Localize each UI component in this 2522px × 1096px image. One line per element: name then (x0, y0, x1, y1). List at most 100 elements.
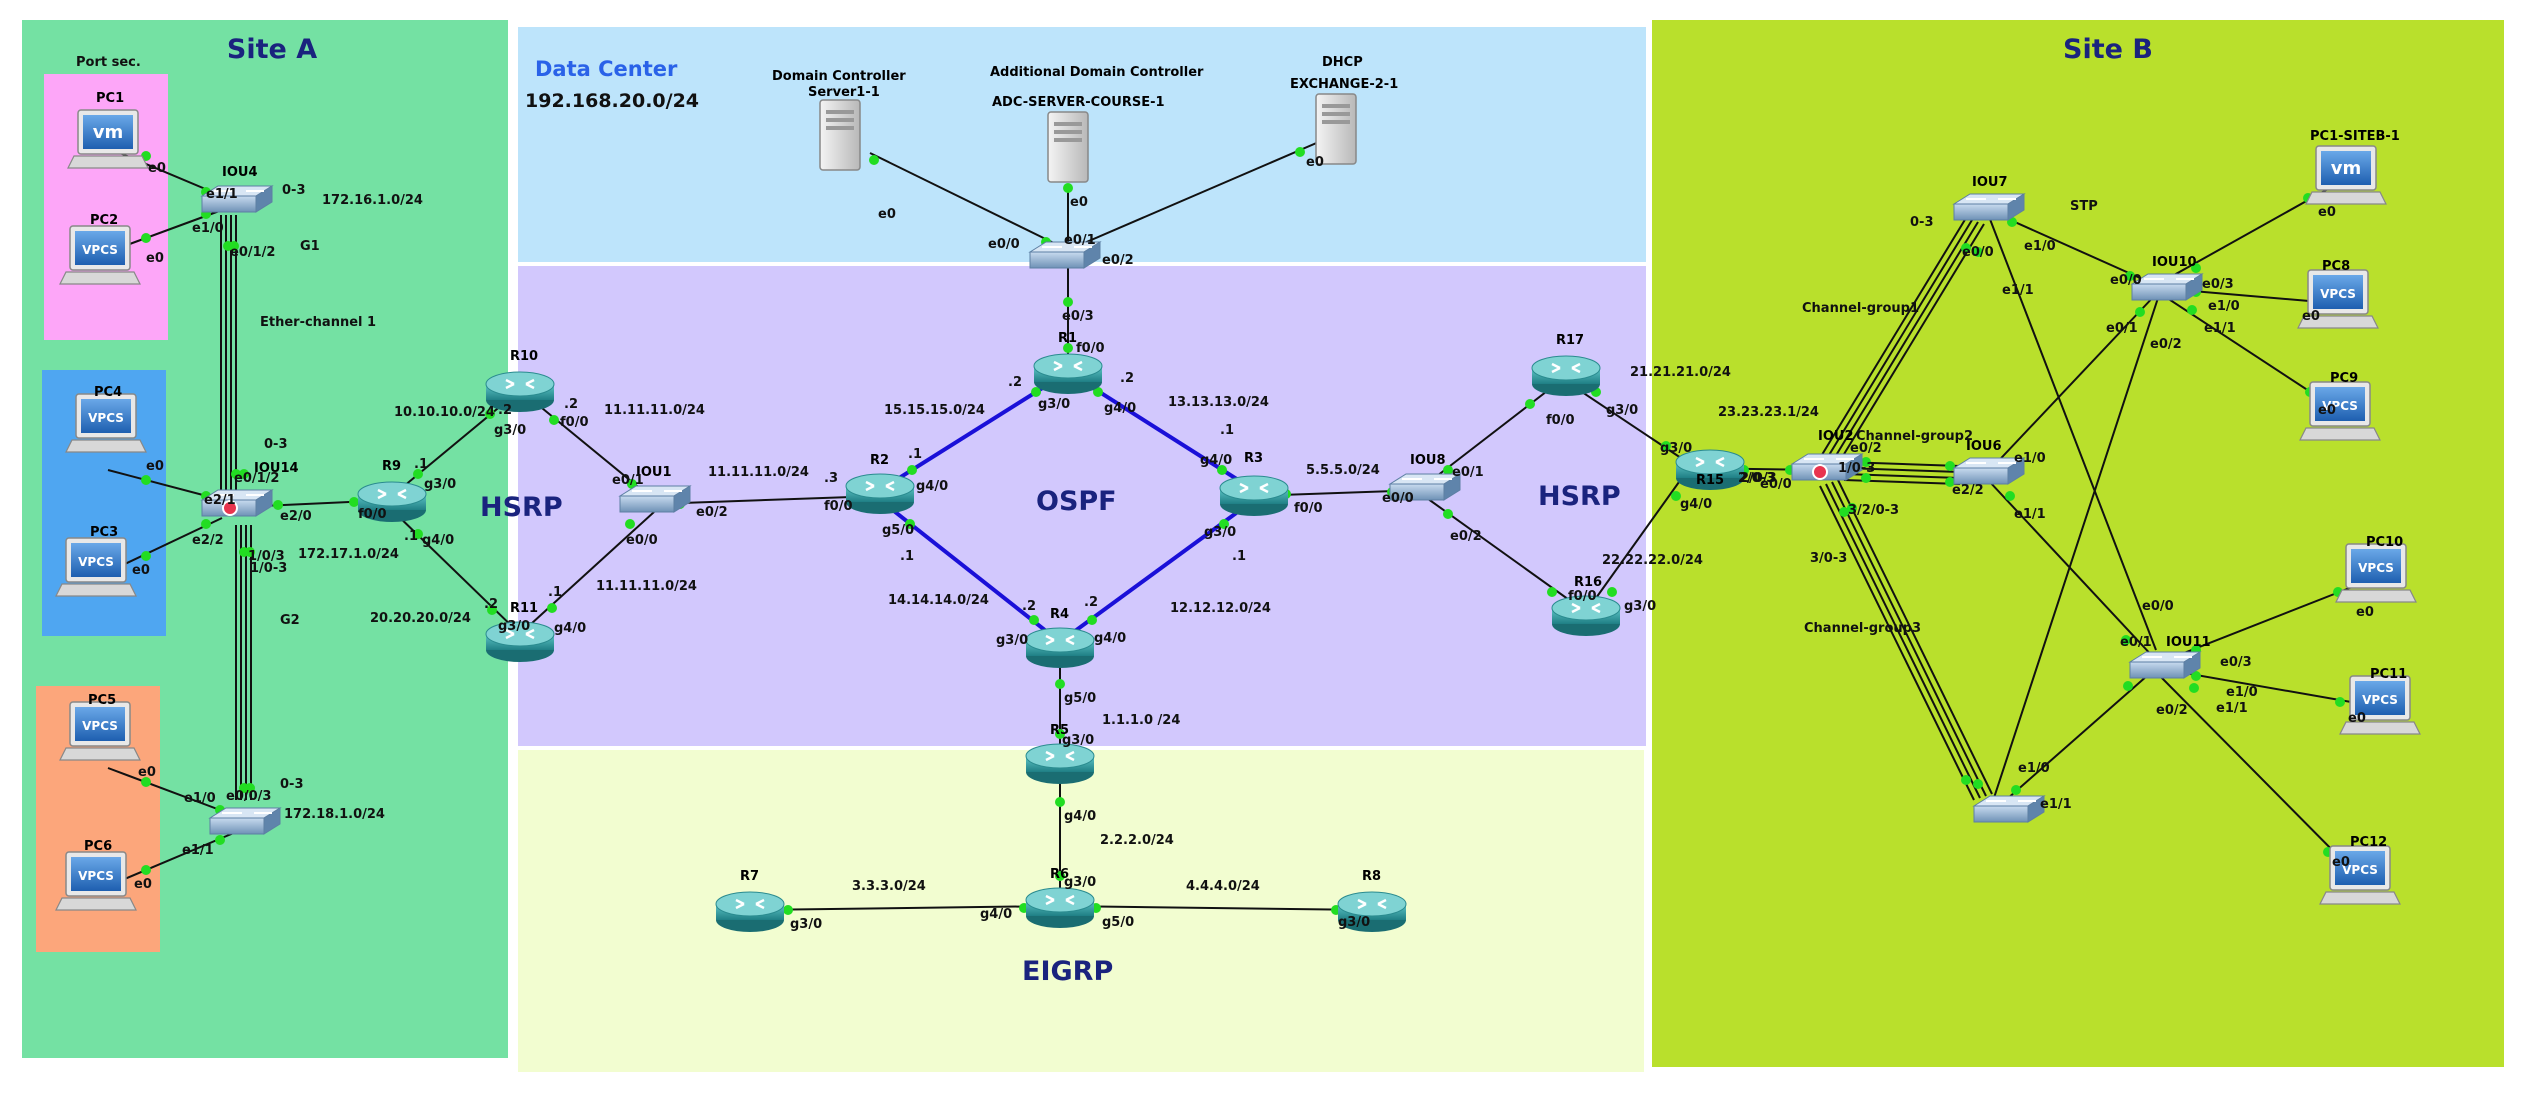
port-label: e1/0 (2018, 761, 2050, 776)
r1-router[interactable] (1032, 352, 1104, 396)
port-label: g4/0 (554, 621, 586, 636)
subnet-10-10: 10.10.10.0/24 (394, 405, 495, 420)
port-label: e0 (148, 161, 166, 176)
port-label: f0/0 (1546, 413, 1575, 428)
pc2[interactable]: VPCS (59, 225, 141, 285)
pc1-siteb[interactable]: vm (2305, 145, 2387, 205)
iou1-switch[interactable] (619, 485, 691, 513)
port-label: .1 (900, 549, 914, 564)
port-label: g3/0 (790, 917, 822, 932)
port-label: e0/1/2 (234, 471, 279, 486)
port-label: e0 (146, 459, 164, 474)
server-adc-line2: ADC-SERVER-COURSE-1 (992, 95, 1165, 110)
l3-switch-icon (1812, 464, 1828, 480)
subnet-172-17: 172.17.1.0/24 (298, 547, 399, 562)
pc5[interactable]: VPCS (59, 701, 141, 761)
port-label: f0/0 (1294, 501, 1323, 516)
port-label: .2 (1008, 375, 1022, 390)
pc8[interactable]: VPCS (2297, 269, 2379, 329)
iou14-switch[interactable] (201, 489, 273, 517)
subnet-14-14: 14.14.14.0/24 (888, 593, 989, 608)
pc9[interactable]: VPCS (2299, 381, 2381, 441)
pc6[interactable]: VPCS (55, 851, 137, 911)
port-label: .1 (414, 457, 428, 472)
pc4-label: PC4 (94, 385, 122, 400)
l3-switch-icon (222, 500, 238, 516)
server-dc-line2: Server1-1 (808, 85, 880, 100)
channel-group3-label: Channel-group3 (1804, 621, 1921, 636)
iou10-switch[interactable] (2131, 273, 2203, 301)
server-additional-dc[interactable] (1047, 111, 1089, 183)
port-label: e1/1 (2204, 321, 2236, 336)
subnet-12-12: 12.12.12.0/24 (1170, 601, 1271, 616)
range-iou2-c: 2/0-3 (1738, 471, 1775, 486)
port-label: e0/0 (2110, 273, 2142, 288)
port-label: g4/0 (1064, 809, 1096, 824)
r6-label: R6 (1050, 867, 1069, 882)
port-label: e0/0 (626, 533, 658, 548)
port-label: e2/1 (204, 493, 236, 508)
iou11-switch[interactable] (2129, 651, 2201, 679)
r3-label: R3 (1244, 451, 1263, 466)
port-label: e0 (138, 765, 156, 780)
port-label: e0/2 (1850, 441, 1882, 456)
subnet-labels: 172.16.1.0/24 172.17.1.0/24 172.18.1.0/2… (284, 193, 1819, 894)
port-label: e0/0 (1760, 477, 1792, 492)
iou3-switch[interactable] (209, 807, 281, 835)
range-iou7: 0-3 (1910, 215, 1934, 230)
port-label: f0/0 (560, 415, 589, 430)
pc4[interactable]: VPCS (65, 393, 147, 453)
iou7-switch[interactable] (1953, 193, 2025, 221)
port-label: .1 (548, 585, 562, 600)
r7-label: R7 (740, 869, 759, 884)
range-iou2-b: 3/0-3 (1810, 551, 1847, 566)
pc10[interactable]: VPCS (2335, 543, 2417, 603)
r4-router[interactable] (1024, 626, 1096, 670)
r7-router[interactable] (714, 890, 786, 934)
port-label: g4/0 (1200, 453, 1232, 468)
port-label: .2 (564, 397, 578, 412)
r10-router[interactable] (484, 370, 556, 414)
port-label: 3/2/0-3 (1848, 503, 1899, 518)
port-label: e0/2 (696, 505, 728, 520)
port-label: e1/1 (2040, 797, 2072, 812)
pc11[interactable]: VPCS (2339, 675, 2421, 735)
port-label: e0 (2332, 855, 2350, 870)
port-label: g3/0 (1038, 397, 1070, 412)
server-dhcp-exchange[interactable] (1315, 93, 1357, 165)
port-label: e0 (878, 207, 896, 222)
channel-group1-label: Channel-group1 (1802, 301, 1919, 316)
iou2-switch[interactable] (1791, 453, 1863, 481)
r17-router[interactable] (1530, 354, 1602, 398)
vpcs-badge: VPCS (2320, 287, 2356, 301)
pc12[interactable]: VPCS (2319, 845, 2401, 905)
port-label: g4/0 (916, 479, 948, 494)
pc1[interactable]: vm (67, 109, 149, 169)
subnet-20-20: 20.20.20.0/24 (370, 611, 471, 626)
port-label: .2 (1022, 599, 1036, 614)
port-label: g3/0 (1606, 403, 1638, 418)
port-label: e0/2 (1450, 529, 1482, 544)
server-domain-controller[interactable] (819, 99, 861, 171)
port-label: e0 (2356, 605, 2374, 620)
r2-router[interactable] (844, 472, 916, 516)
port-label: g3/0 (1338, 915, 1370, 930)
r10-label: R10 (510, 349, 538, 364)
server-dhcp-line1: DHCP (1322, 55, 1363, 70)
server-dhcp-line2: EXCHANGE-2-1 (1290, 77, 1398, 92)
range-iou2-a: 1/0-3 (1838, 461, 1875, 476)
subnet-11-c: 11.11.11.0/24 (596, 579, 697, 594)
vpcs-badge: VPCS (88, 411, 124, 425)
iou6-label: IOU6 (1966, 439, 2002, 454)
pc3[interactable]: VPCS (55, 537, 137, 597)
vpcs-badge: VPCS (82, 719, 118, 733)
port-label: e1/1 (2002, 283, 2034, 298)
r3-router[interactable] (1218, 474, 1290, 518)
r2-label: R2 (870, 453, 889, 468)
iou2-label: IOU2 (1818, 429, 1854, 444)
r6-router[interactable] (1024, 886, 1096, 930)
r5-router[interactable] (1024, 742, 1096, 786)
iou9-switch[interactable] (1973, 795, 2045, 823)
port-label: g4/0 (1104, 401, 1136, 416)
port-label: e0 (1306, 155, 1324, 170)
